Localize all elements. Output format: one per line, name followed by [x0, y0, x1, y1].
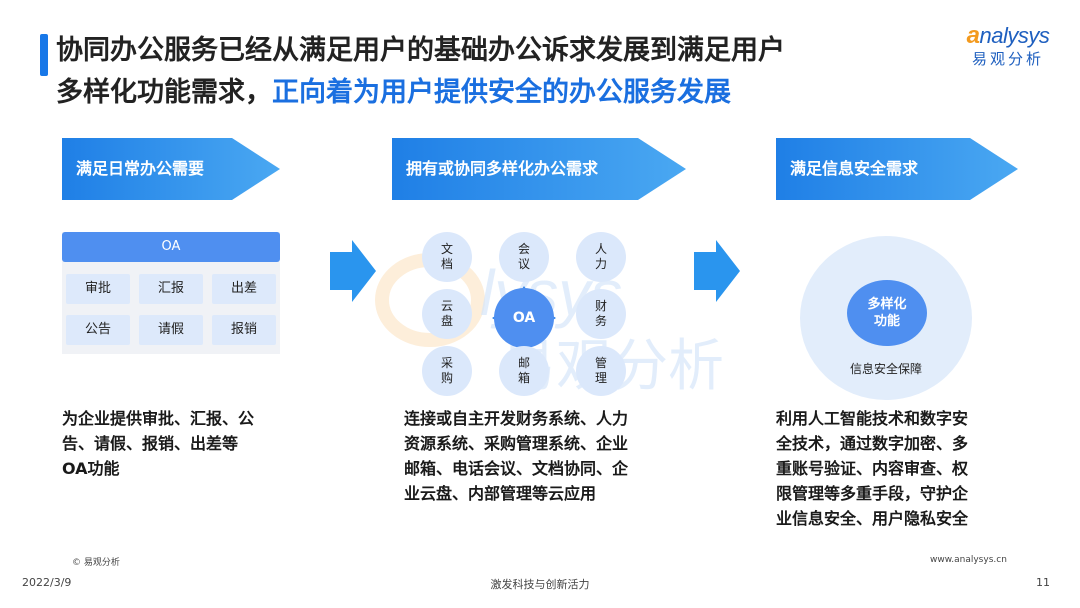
stage-arrow-1-icon [62, 138, 280, 200]
hub-node-procurement: 采购 [422, 346, 472, 396]
oa-cell-business-trip: 出差 [212, 274, 276, 304]
description-col-3-line: 业信息安全、用户隐私安全 [776, 509, 969, 528]
hub-node-hr: 人力 [576, 232, 626, 282]
oa-cell-leave: 请假 [139, 315, 203, 345]
hub-center-oa: OA [494, 288, 554, 348]
description-col-1: 为企业提供审批、汇报、公 告、请假、报销、出差等 OA功能 [62, 406, 302, 481]
description-col-3-line: 限管理等多重手段，守护企 [776, 484, 969, 503]
logo-chinese: 易观分析 [971, 50, 1044, 68]
oa-panel-header: OA [62, 232, 280, 262]
footer-slogan: 激发科技与创新活力 [490, 578, 590, 591]
stage-header-2: 拥有或协同多样化办公需求 [392, 138, 686, 200]
security-inner-circle: 多样化功能 [847, 280, 927, 346]
footer-url[interactable]: www.analysys.cn [930, 555, 1007, 565]
hub-node-documents: 文档 [422, 232, 472, 282]
description-col-1-line: OA功能 [62, 459, 120, 478]
title-line-2: 多样化功能需求，正向着为用户提供安全的办公服务发展 [56, 72, 936, 114]
description-col-2-line: 业云盘、内部管理等云应用 [404, 484, 597, 503]
oa-cell-approval: 审批 [66, 274, 130, 304]
page-title: 协同办公服务已经从满足用户的基础办公诉求发展到满足用户 多样化功能需求，正向着为… [56, 30, 936, 114]
hub-node-finance: 财务 [576, 289, 626, 339]
description-col-3-line: 全技术，通过数字加密、多 [776, 434, 969, 453]
stage-label-1: 满足日常办公需要 [76, 159, 205, 178]
description-col-2-line: 资源系统、采购管理系统、企业 [404, 434, 629, 453]
stage-arrow-2-icon [392, 138, 686, 200]
footer-copyright: © 易观分析 [72, 558, 120, 568]
title-line-2-plain: 多样化功能需求， [56, 77, 272, 108]
description-col-3: 利用人工智能技术和数字安 全技术，通过数字加密、多 重账号验证、内容审查、权 限… [776, 406, 1036, 531]
stage-header-1: 满足日常办公需要 [62, 138, 280, 200]
title-accent-bar [40, 34, 48, 76]
description-col-2-line: 邮箱、电话会议、文档协同、企 [404, 459, 629, 478]
hub-node-mailbox: 邮箱 [499, 346, 549, 396]
logo-wordmark-rest: nalysys [979, 23, 1050, 48]
oa-cell-announcement: 公告 [66, 315, 130, 345]
stage-header-3: 满足信息安全需求 [776, 138, 1018, 200]
oa-function-panel: OA 审批 汇报 出差 公告 请假 报销 [62, 232, 280, 354]
page-number: 11 [1036, 576, 1050, 589]
description-col-1-line: 告、请假、报销、出差等 [62, 434, 239, 453]
stage-arrow-3-icon [776, 138, 1018, 200]
title-line-1: 协同办公服务已经从满足用户的基础办公诉求发展到满足用户 [56, 35, 785, 66]
title-line-2-highlight: 正向着为用户提供安全的办公服务发展 [272, 77, 731, 108]
chevron-right-icon-1 [330, 240, 376, 302]
stage-label-3: 满足信息安全需求 [790, 159, 919, 178]
description-col-2: 连接或自主开发财务系统、人力 资源系统、采购管理系统、企业 邮箱、电话会议、文档… [404, 406, 684, 506]
hub-node-cloud-drive: 云盘 [422, 289, 472, 339]
description-col-2-line: 连接或自主开发财务系统、人力 [404, 409, 629, 428]
description-col-1-line: 为企业提供审批、汇报、公 [62, 409, 255, 428]
analysys-logo: analysys 易观分析 [952, 22, 1064, 69]
logo-wordmark-a: a [966, 22, 980, 49]
hub-node-management: 管理 [576, 346, 626, 396]
description-col-3-line: 重账号验证、内容审查、权 [776, 459, 969, 478]
stage-label-2: 拥有或协同多样化办公需求 [406, 159, 599, 178]
logo-wordmark: analysys [952, 22, 1064, 50]
description-col-3-line: 利用人工智能技术和数字安 [776, 409, 969, 428]
oa-cell-report: 汇报 [139, 274, 203, 304]
hub-node-meetings: 会议 [499, 232, 549, 282]
footer-date: 2022/3/9 [22, 576, 72, 589]
security-label: 信息安全保障 [849, 362, 922, 376]
oa-cell-reimbursement: 报销 [212, 315, 276, 345]
chevron-right-icon-2 [694, 240, 740, 302]
